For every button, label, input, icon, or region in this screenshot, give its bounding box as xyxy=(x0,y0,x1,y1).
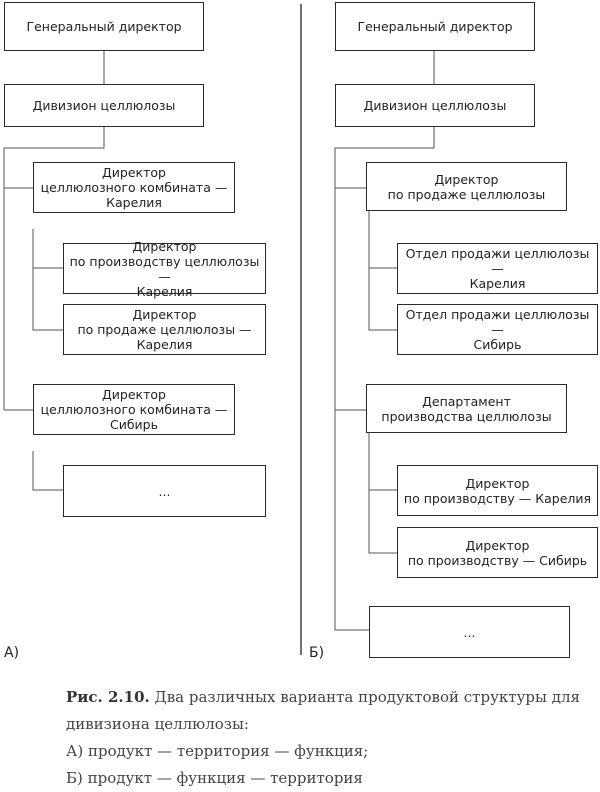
left-production-karelia-label: Директор по производству целлюлозы — Кар… xyxy=(69,238,260,299)
right-division-label: Дивизион целлюлозы xyxy=(363,98,507,113)
right-production-siberia-label: Директор по производству — Сибирь xyxy=(407,537,588,568)
right-production-dept-label: Департамент производства целлюлозы xyxy=(381,393,552,424)
right-ceo-label: Генеральный директор xyxy=(357,19,513,34)
left-ceo-label: Генеральный директор xyxy=(26,19,182,34)
right-sales-director-label: Директор по продаже целлюлозы xyxy=(387,171,546,202)
right-sales-siberia-box: Отдел продажи целлюлозы — Сибирь xyxy=(397,304,598,355)
caption-figure-number: Рис. 2.10. xyxy=(66,688,150,706)
caption-line-a: А) продукт — территория — функция; xyxy=(66,742,369,760)
left-director-siberia-label: Директор целлюлозного комбината — Сибирь xyxy=(40,387,228,432)
caption-line-b: Б) продукт — функция — территория xyxy=(66,769,363,787)
figure-caption: Рис. 2.10. Два различных варианта продук… xyxy=(66,684,586,792)
right-variant-label: Б) xyxy=(309,645,325,661)
right-production-dept-box: Департамент производства целлюлозы xyxy=(366,384,567,433)
left-more-box: ... xyxy=(63,465,266,517)
left-director-karelia-box: Директор целлюлозного комбината — Карели… xyxy=(33,162,235,213)
left-sales-karelia-label: Директор по продаже целлюлозы — Карелия xyxy=(77,307,252,352)
right-sales-siberia-label: Отдел продажи целлюлозы — Сибирь xyxy=(405,307,590,352)
right-sales-karelia-label: Отдел продажи целлюлозы — Карелия xyxy=(405,246,590,291)
left-director-karelia-label: Директор целлюлозного комбината — Карели… xyxy=(40,165,228,210)
right-sales-director-box: Директор по продаже целлюлозы xyxy=(366,162,567,211)
left-division-label: Дивизион целлюлозы xyxy=(32,98,176,113)
left-director-siberia-box: Директор целлюлозного комбината — Сибирь xyxy=(33,384,235,435)
left-production-karelia-box: Директор по производству целлюлозы — Кар… xyxy=(63,239,266,299)
left-more-label: ... xyxy=(158,483,171,499)
caption-title-text: Два различных варианта продуктовой струк… xyxy=(66,688,580,733)
right-division-box: Дивизион целлюлозы xyxy=(335,84,535,127)
right-more-label: ... xyxy=(463,624,476,640)
right-ceo-box: Генеральный директор xyxy=(335,2,535,51)
right-more-box: ... xyxy=(369,606,570,658)
right-sales-karelia-box: Отдел продажи целлюлозы — Карелия xyxy=(397,243,598,294)
caption-title: Рис. 2.10. Два различных варианта продук… xyxy=(66,684,586,738)
right-production-karelia-label: Директор по производству — Карелия xyxy=(403,475,592,506)
left-variant-label: А) xyxy=(4,645,20,661)
left-ceo-box: Генеральный директор xyxy=(4,2,204,51)
left-division-box: Дивизион целлюлозы xyxy=(4,84,204,127)
left-sales-karelia-box: Директор по продаже целлюлозы — Карелия xyxy=(63,304,266,355)
right-production-karelia-box: Директор по производству — Карелия xyxy=(397,465,598,516)
right-production-siberia-box: Директор по производству — Сибирь xyxy=(397,527,598,578)
